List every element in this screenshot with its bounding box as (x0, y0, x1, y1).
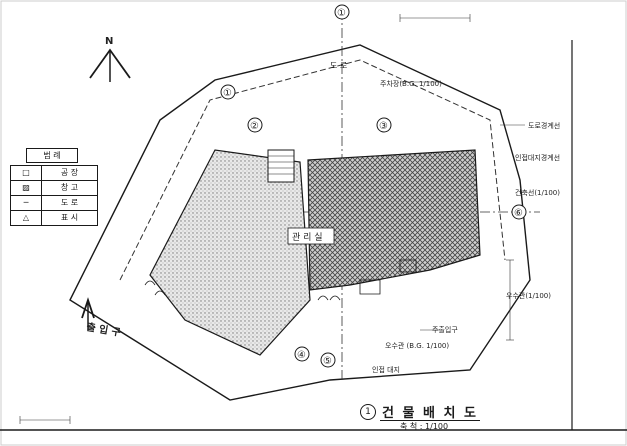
top-grid-marker: ① (334, 4, 350, 20)
entrance-label: 출 입 구 (85, 320, 121, 339)
callout-4: ④ (294, 346, 310, 362)
legend-text: 공 장 (60, 168, 79, 177)
room-label-box (287, 227, 335, 245)
callout-2: ② (247, 117, 263, 133)
annotation-4: 건축선(1/100) (515, 188, 560, 197)
legend-row: ▨ 창 고 (11, 181, 97, 196)
svg-text:⑥: ⑥ (514, 208, 523, 219)
title-block: 1 건 물 배 치 도 축 척 : 1/100 (360, 402, 500, 432)
callout-3: ③ (376, 117, 392, 133)
legend-rows: □ 공 장 ▨ 창 고 ─ 도 로 △ 표 시 (10, 165, 98, 226)
right-grid-marker: ⑥ (511, 204, 527, 220)
annotation-5: 우수관(1/100) (506, 291, 551, 300)
callout-5: ⑤ (320, 352, 336, 368)
building-hatched (307, 149, 481, 291)
legend-symbol: △ (11, 211, 42, 225)
bay-window-shapes (144, 259, 417, 301)
north-label: N (105, 36, 113, 47)
sheet-title: 건 물 배 치 도 (382, 406, 478, 421)
annotation-group: 주차장(B.G. 1/100) 도로경계선 인접대지경계선 건축선(1/100)… (330, 61, 560, 374)
legend-symbol: ▨ (11, 181, 42, 195)
annotation-8: 인접 대지 (372, 365, 400, 374)
svg-text:④: ④ (297, 350, 306, 361)
annotation-6: 주출입구 (432, 325, 458, 334)
legend-row: ─ 도 로 (11, 196, 97, 211)
legend-text: 도 로 (60, 198, 79, 207)
svg-text:①: ① (223, 88, 232, 99)
legend-table: 범 례 □ 공 장 ▨ 창 고 ─ 도 로 △ 표 시 (10, 148, 98, 226)
callout-1: ① (220, 84, 236, 100)
annotation-1: 주차장(B.G. 1/100) (380, 79, 442, 88)
legend-text: 창 고 (60, 183, 79, 192)
boundary-dashed (119, 59, 506, 281)
annotation-3: 인접대지경계선 (515, 153, 560, 162)
legend-symbol: □ (11, 166, 42, 180)
legend-row: △ 표 시 (11, 211, 97, 225)
building-dotted (149, 149, 311, 356)
legend-row: □ 공 장 (11, 166, 97, 181)
legend-symbol: ─ (11, 196, 42, 210)
road-label: 도 로 (330, 61, 347, 70)
north-arrow: N (89, 36, 131, 82)
sheet-scale: 축 척 : 1/100 (400, 422, 449, 431)
svg-text:②: ② (250, 121, 259, 132)
site-boundary (69, 44, 531, 401)
legend-title: 범 례 (26, 148, 78, 163)
annotation-2: 도로경계선 (528, 121, 560, 130)
room-label: 관 리 실 (292, 232, 323, 243)
svg-text:⑤: ⑤ (323, 356, 332, 367)
title-underline (380, 420, 480, 421)
svg-text:③: ③ (379, 121, 388, 132)
legend-text: 표 시 (60, 213, 79, 222)
annotation-7: 오수관 (B.G. 1/100) (385, 341, 449, 350)
sheet-number-badge: 1 (360, 404, 376, 420)
svg-text:①: ① (337, 8, 346, 19)
dimension-lines (19, 14, 514, 424)
stairs (267, 149, 295, 183)
